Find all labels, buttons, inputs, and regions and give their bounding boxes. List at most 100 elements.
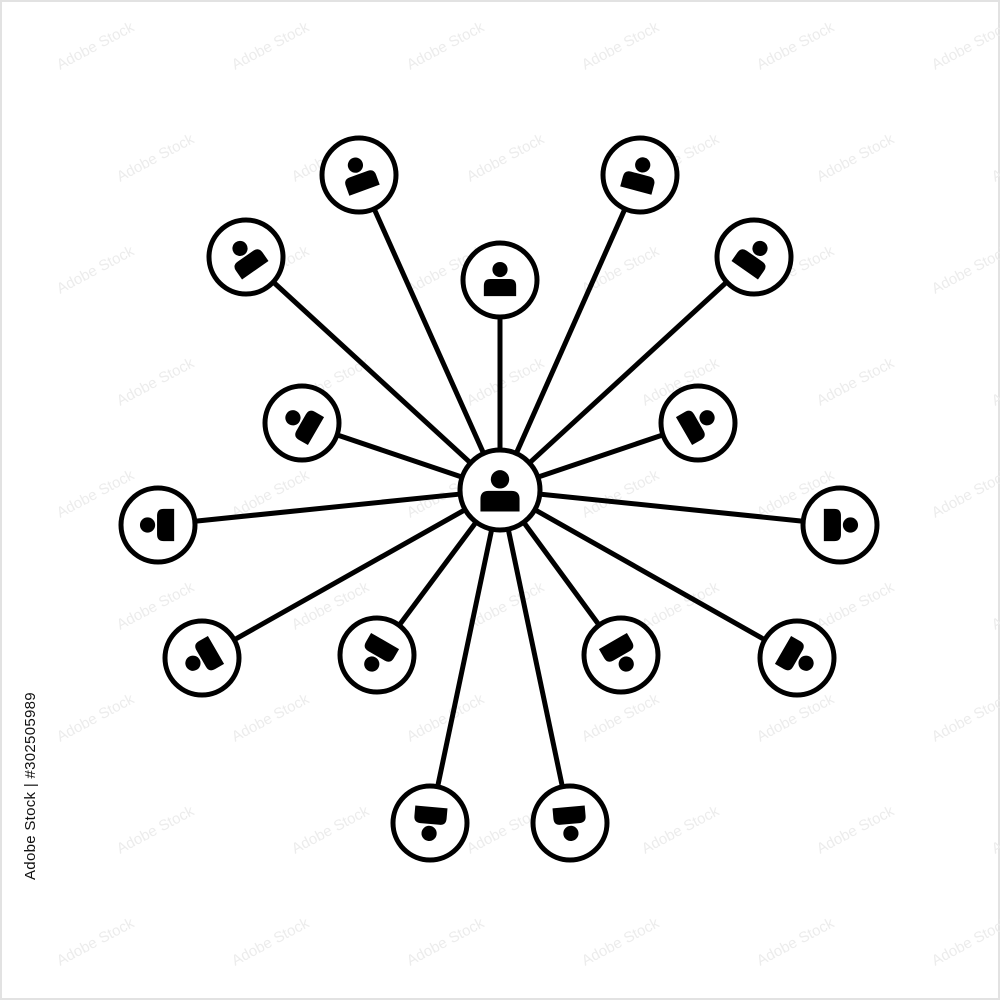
person-icon bbox=[552, 805, 586, 842]
watermark-text: Adobe Stock bbox=[54, 242, 138, 297]
user-node-inner-lower-left bbox=[337, 615, 417, 695]
person-head bbox=[492, 261, 508, 278]
person-icon bbox=[185, 635, 225, 671]
watermark-text: Adobe Stock bbox=[989, 578, 1000, 633]
watermark-text: Adobe Stock bbox=[464, 354, 548, 409]
connection-line bbox=[271, 280, 473, 465]
person-body bbox=[295, 410, 325, 446]
user-node-top-right bbox=[600, 135, 680, 215]
watermark-text: Adobe Stock bbox=[814, 802, 898, 857]
watermark-text: Adobe Stock bbox=[929, 242, 1000, 297]
watermark-text: Adobe Stock bbox=[929, 690, 1000, 745]
person-body bbox=[483, 279, 517, 297]
watermark-text: Adobe Stock bbox=[54, 690, 138, 745]
person-head bbox=[635, 157, 651, 173]
person-head bbox=[563, 825, 579, 842]
watermark-text: Adobe Stock bbox=[754, 914, 838, 969]
watermark-text: Adobe Stock bbox=[579, 690, 663, 745]
person-head bbox=[285, 410, 301, 426]
user-node-inner-right bbox=[658, 383, 738, 463]
watermark-text: Adobe Stock bbox=[754, 18, 838, 73]
user-node-inner-left bbox=[262, 383, 342, 463]
connection-line bbox=[435, 528, 495, 788]
person-icon bbox=[731, 240, 768, 280]
connection-line bbox=[397, 520, 479, 627]
watermark-text: Adobe Stock bbox=[114, 354, 198, 409]
connection-line bbox=[194, 491, 461, 524]
user-node-lower-right bbox=[757, 618, 837, 698]
person-body bbox=[414, 805, 448, 825]
person-body bbox=[731, 249, 766, 280]
watermark-text: Adobe Stock bbox=[229, 18, 313, 73]
person-icon bbox=[364, 632, 400, 672]
person-head bbox=[842, 517, 859, 533]
watermark-text: Adobe Stock bbox=[229, 690, 313, 745]
user-node-top-left bbox=[319, 135, 399, 215]
watermark-text: Adobe Stock bbox=[989, 354, 1000, 409]
person-head bbox=[232, 240, 248, 257]
person-head bbox=[752, 240, 768, 257]
watermark-text: Adobe Stock bbox=[404, 18, 488, 73]
watermark-text: Adobe Stock bbox=[814, 130, 898, 185]
person-icon bbox=[480, 470, 520, 512]
user-node-top-center bbox=[460, 240, 540, 320]
person-body bbox=[345, 170, 380, 196]
connection-line bbox=[527, 280, 729, 465]
watermark-text: Adobe Stock bbox=[579, 18, 663, 73]
watermark-text: Adobe Stock bbox=[814, 578, 898, 633]
person-body bbox=[234, 249, 269, 280]
watermark-text: Adobe Stock bbox=[754, 690, 838, 745]
person-icon bbox=[598, 632, 634, 672]
person-head bbox=[139, 517, 156, 533]
person-icon bbox=[139, 508, 175, 542]
connection-lines bbox=[194, 207, 804, 788]
person-body bbox=[552, 805, 586, 825]
stock-id-text: Adobe Stock | #302505989 bbox=[22, 692, 39, 880]
watermark-text: Adobe Stock bbox=[114, 130, 198, 185]
person-head bbox=[421, 825, 437, 842]
watermark-text: Adobe Stock bbox=[54, 914, 138, 969]
person-head bbox=[699, 410, 715, 426]
connection-line bbox=[521, 520, 602, 627]
person-icon bbox=[345, 157, 380, 196]
watermark-text: Adobe Stock bbox=[579, 466, 663, 521]
person-head bbox=[490, 470, 510, 489]
watermark-text: Adobe Stock bbox=[989, 130, 1000, 185]
watermark-text: Adobe Stock bbox=[989, 802, 1000, 857]
person-icon bbox=[414, 805, 448, 842]
user-node-upper-right bbox=[714, 217, 794, 297]
central-user-node bbox=[457, 447, 543, 533]
person-body bbox=[598, 632, 634, 662]
person-body bbox=[675, 410, 705, 446]
watermark-text: Adobe Stock bbox=[229, 914, 313, 969]
connection-line bbox=[505, 528, 565, 788]
watermark-text: Adobe Stock bbox=[929, 466, 1000, 521]
person-icon bbox=[823, 508, 859, 542]
watermark-text: Adobe Stock bbox=[114, 802, 198, 857]
user-node-upper-left bbox=[206, 217, 286, 297]
connection-line bbox=[537, 432, 664, 480]
person-body bbox=[823, 508, 841, 542]
person-icon bbox=[232, 240, 269, 280]
watermark-text: Adobe Stock bbox=[464, 130, 548, 185]
person-icon bbox=[483, 261, 517, 297]
connection-line bbox=[533, 507, 767, 642]
person-icon bbox=[675, 410, 715, 446]
watermark-text: Adobe Stock bbox=[404, 914, 488, 969]
person-head bbox=[185, 655, 201, 671]
person-head bbox=[347, 157, 364, 173]
watermark-text: Adobe Stock bbox=[54, 18, 138, 73]
watermark-text: Adobe Stock bbox=[639, 802, 723, 857]
person-body bbox=[774, 635, 804, 671]
connection-line bbox=[371, 207, 486, 455]
user-nodes bbox=[118, 135, 880, 863]
node-circle bbox=[457, 447, 543, 533]
person-body bbox=[157, 508, 175, 542]
person-body bbox=[620, 171, 655, 195]
watermark-text: Adobe Stock bbox=[929, 914, 1000, 969]
person-body bbox=[480, 490, 520, 512]
connection-line bbox=[513, 207, 628, 455]
connection-line bbox=[336, 432, 463, 480]
user-node-lower-left bbox=[162, 618, 242, 698]
user-node-bottom-right bbox=[530, 783, 610, 863]
